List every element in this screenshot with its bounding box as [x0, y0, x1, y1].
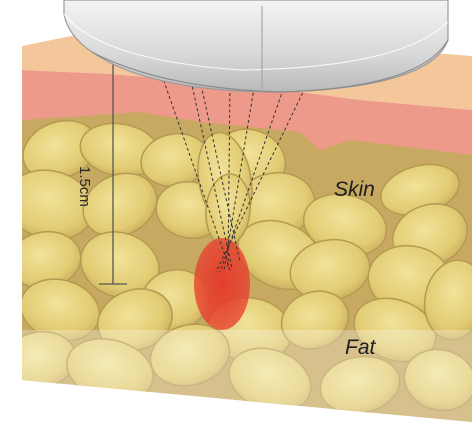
skin-label: Skin [334, 178, 375, 202]
focal-zone [194, 238, 250, 330]
fat-label: Fat [345, 336, 375, 360]
lower-fade [22, 330, 472, 422]
depth-label: 1.5cm [76, 166, 93, 207]
